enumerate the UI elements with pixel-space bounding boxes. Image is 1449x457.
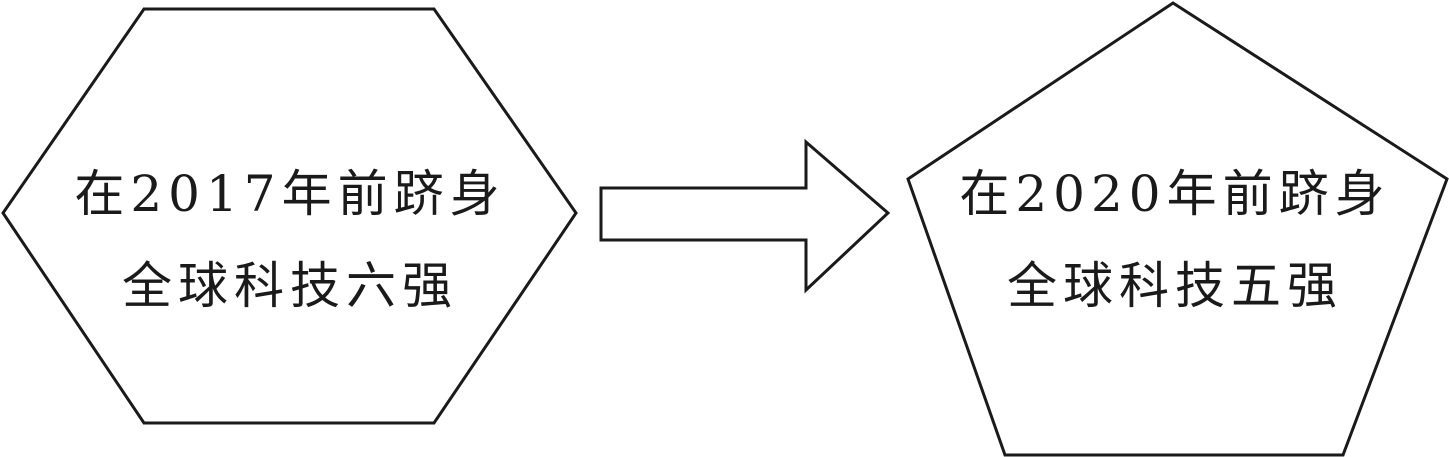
hexagon-node-label: 在2017年前跻身 全球科技六强 bbox=[40, 148, 540, 332]
hexagon-node bbox=[1, 7, 578, 425]
hexagon-label-line-1: 在2017年前跻身 bbox=[74, 165, 506, 223]
pentagon-label-line-1: 在2020年前跻身 bbox=[959, 165, 1391, 223]
pentagon-label-line-2: 全球科技五强 bbox=[1007, 257, 1343, 315]
pentagon-node bbox=[906, 1, 1449, 457]
pentagon-node-label: 在2020年前跻身 全球科技五强 bbox=[925, 148, 1425, 332]
hexagon-label-line-2: 全球科技六强 bbox=[122, 257, 458, 315]
right-arrow bbox=[599, 138, 891, 294]
